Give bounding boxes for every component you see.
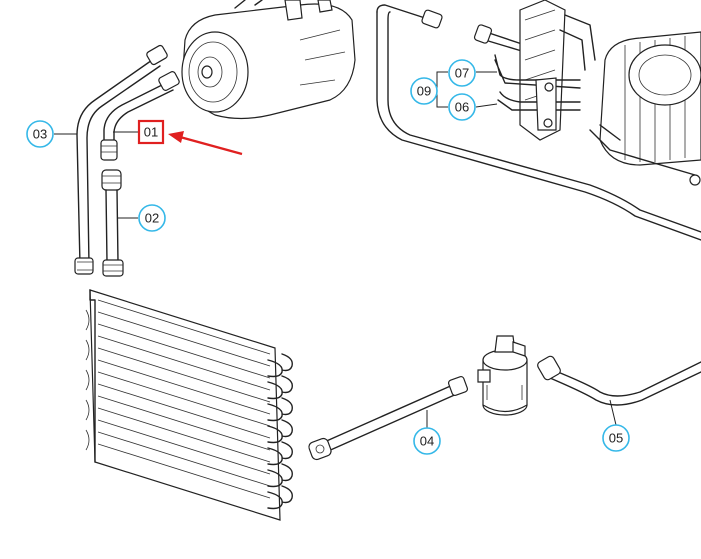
svg-text:01: 01 [144, 125, 158, 140]
svg-text:07: 07 [455, 66, 469, 81]
pipe-03 [74, 44, 168, 275]
pipe-01 [100, 71, 180, 161]
callout-07[interactable]: 07 [448, 59, 476, 87]
callout-05[interactable]: 05 [602, 424, 630, 452]
callout-04[interactable]: 04 [413, 427, 441, 455]
callout-06[interactable]: 06 [448, 93, 476, 121]
condenser [85, 289, 293, 521]
svg-text:05: 05 [609, 431, 623, 446]
callout-02[interactable]: 02 [138, 204, 166, 232]
red-pointer-arrow [168, 131, 243, 156]
condenser-end-caps [267, 353, 293, 510]
leader-lines [54, 71, 617, 428]
pipe-05 [537, 355, 701, 406]
callout-03[interactable]: 03 [26, 120, 54, 148]
pipe-04 [308, 375, 469, 461]
callout-01[interactable]: 01 [137, 119, 165, 145]
callout-09[interactable]: 09 [410, 77, 438, 105]
compressor [181, 0, 356, 120]
receiver-drier [477, 335, 528, 416]
svg-text:02: 02 [145, 211, 159, 226]
svg-text:04: 04 [420, 434, 434, 449]
svg-text:09: 09 [417, 84, 431, 99]
svg-text:06: 06 [455, 100, 469, 115]
pipe-02 [101, 169, 124, 277]
svg-text:03: 03 [33, 127, 47, 142]
evaporator-assembly [376, 0, 701, 241]
